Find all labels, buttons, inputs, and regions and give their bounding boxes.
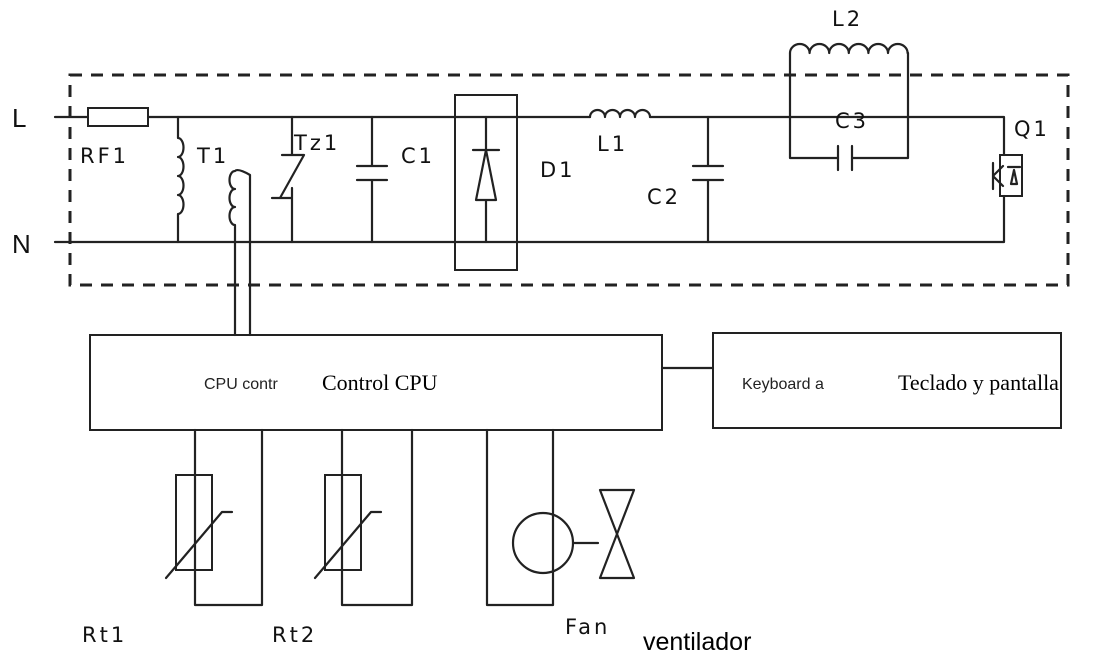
neutral-wire xyxy=(53,194,1006,244)
keyboard-original-label: Keyboard a xyxy=(742,376,824,393)
c2-capacitor xyxy=(691,115,725,244)
label-t1: T1 xyxy=(196,144,229,168)
cpu-translation-label: Control CPU xyxy=(322,370,438,395)
label-c1: C1 xyxy=(401,144,435,168)
cpu-control-block xyxy=(89,334,663,431)
label-rt2: Rt2 xyxy=(272,623,317,647)
label-fan: Fan xyxy=(565,615,610,639)
label-live: L xyxy=(12,103,26,133)
c3-capacitor xyxy=(836,144,854,172)
keyboard-translation-label: Teclado y pantalla xyxy=(898,370,1059,395)
rt2-loop xyxy=(340,428,414,607)
fan-loop xyxy=(485,428,555,607)
tz1-varistor xyxy=(270,115,306,244)
rt1-loop xyxy=(193,428,264,607)
rt2-slash xyxy=(313,510,383,580)
label-d1: D1 xyxy=(540,158,576,182)
label-c3: C3 xyxy=(835,109,869,133)
t1-primary-coil xyxy=(176,115,185,244)
label-l2: L2 xyxy=(832,7,863,31)
power-board-enclosure xyxy=(68,73,1070,287)
label-rf1: RF1 xyxy=(80,144,129,168)
l2-inductor xyxy=(788,42,909,55)
l1-inductor xyxy=(588,108,652,119)
label-neutral: N xyxy=(12,229,31,259)
keyboard-display-block xyxy=(712,332,1062,429)
q1-igbt xyxy=(999,154,1023,197)
rt1-slash xyxy=(164,510,234,580)
fan-motor xyxy=(511,511,575,575)
label-l1: L1 xyxy=(597,132,628,156)
q1-igbt-symbol xyxy=(991,161,1022,191)
label-q1: Q1 xyxy=(1014,117,1050,141)
label-fan-translation: ventilador xyxy=(643,628,751,656)
t1-secondary-coil xyxy=(228,169,252,337)
c1-capacitor xyxy=(355,115,389,244)
fan-blades xyxy=(598,488,636,580)
label-rt1: Rt1 xyxy=(82,623,127,647)
l2-c3-tank-frame xyxy=(788,51,910,160)
cpu-original-label: CPU contr xyxy=(204,376,278,393)
label-tz1: Tz1 xyxy=(293,131,340,155)
label-c2: C2 xyxy=(647,185,681,209)
rf1-fuse xyxy=(87,107,149,127)
d1-diode xyxy=(471,115,501,244)
d1-rectifier-box xyxy=(454,94,518,271)
